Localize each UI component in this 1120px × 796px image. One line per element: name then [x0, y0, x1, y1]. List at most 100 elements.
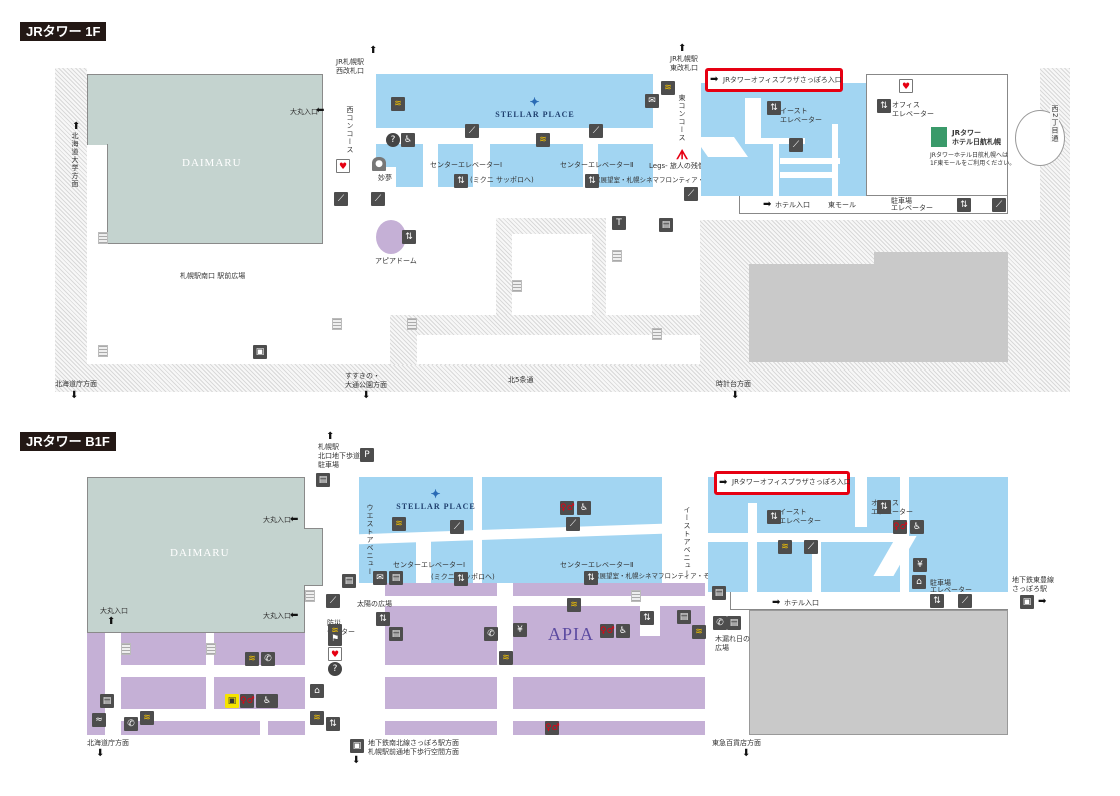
- restroom-icon: ♀♂: [545, 721, 560, 735]
- escalator-icon: ⟋: [958, 594, 972, 608]
- wifi-icon: ≋: [536, 133, 550, 147]
- escalator-icon: ⟋: [566, 517, 580, 531]
- hotel-entrance-label: ホテル入口: [784, 599, 819, 607]
- coin-locker-icon: ▤: [100, 694, 114, 708]
- aed-icon: ♥: [899, 79, 913, 93]
- restroom-icon: ♿: [401, 133, 415, 147]
- east-avenue-label: イーストアベニュー: [683, 506, 691, 578]
- floor-title-1f: JRタワー 1F: [20, 22, 107, 41]
- center-elevator-1-label: センターエレベーターⅠ: [430, 161, 503, 169]
- daimaru-entrance-label: 大丸入口: [263, 516, 291, 524]
- stairs-icon: [612, 250, 622, 262]
- stairs-icon: [206, 643, 216, 655]
- stairs-icon: [98, 345, 108, 357]
- accessible-toilet-icon: ♿: [577, 501, 591, 515]
- elevator-icon: ⇅: [376, 612, 390, 626]
- office-plaza-entrance-link[interactable]: JRタワーオフィスプラザさっぽろ入口: [732, 478, 851, 486]
- information-icon[interactable]: ?: [328, 662, 342, 676]
- walkway-west: [55, 68, 87, 392]
- restroom-icon: ♀♂: [893, 520, 908, 534]
- elevator-icon: ⇅: [585, 174, 599, 188]
- stellar-place-logo: ✦STELLAR PLACE: [396, 487, 476, 511]
- smoking-area-icon: ⌂: [310, 684, 324, 698]
- doucho-label: 北海道庁方面: [87, 739, 129, 747]
- coin-locker-icon: ▤: [316, 473, 330, 487]
- information-icon[interactable]: ?: [386, 133, 400, 147]
- hotel-note: JRタワーホテル日航札幌へは 1F東モールをご利用ください。: [930, 152, 1016, 167]
- wifi-icon: ≋: [692, 625, 706, 639]
- escalator-icon: ⟋: [789, 138, 803, 152]
- aed-icon: ♥: [336, 159, 350, 173]
- accessible-toilet-icon: ♿: [256, 694, 278, 708]
- center-elevator-2-label: センターエレベーターⅡ: [560, 561, 634, 569]
- doucho-label: 北海道庁方面: [55, 380, 97, 388]
- elevator-icon: ⇅: [877, 99, 891, 113]
- clocktower-label: 時計台方面: [716, 380, 751, 388]
- stairs-icon: [512, 280, 522, 292]
- wifi-icon: ≋: [392, 517, 406, 531]
- parking-icon: P: [360, 448, 374, 462]
- coin-locker-icon: ▤: [659, 218, 673, 232]
- wifi-icon: ≋: [310, 711, 324, 725]
- elevator-icon: ⇅: [767, 101, 781, 115]
- arrow-up-icon: ⬆: [72, 121, 81, 132]
- atm-icon: ¥: [513, 623, 527, 637]
- center-elevator-2-note: (展望室・札幌シネマフロンティア・そらのひろば ステラ9へ): [598, 176, 778, 184]
- south-plaza-label: 札幌駅南口 駅前広場: [180, 272, 246, 280]
- coin-locker-icon: ▤: [389, 571, 403, 585]
- stairs-icon: [305, 590, 315, 602]
- nanboku-label: 地下鉄南北線さっぽろ駅方面 札幌駅前通地下歩行空間方面: [368, 739, 459, 756]
- escalator-icon: ⟋: [804, 540, 818, 554]
- wifi-icon: ≋: [661, 81, 675, 95]
- taiyo-plaza-label: 太陽の広場: [357, 600, 392, 608]
- wifi-icon: ≋: [140, 711, 154, 725]
- nishi2-label: 西2丁目通: [1050, 105, 1059, 143]
- stellar-place-logo: ✦STELLAR PLACE: [495, 95, 575, 119]
- center-elevator-2-label: センターエレベーターⅡ: [560, 161, 634, 169]
- elevator-icon: ⇅: [454, 572, 468, 586]
- office-plaza-entrance-highlight[interactable]: [705, 68, 843, 92]
- accessible-toilet-icon: ♿: [910, 520, 924, 534]
- office-plaza-entrance-link[interactable]: JRタワーオフィスプラザさっぽろ入口: [723, 76, 842, 84]
- aed-icon: ♥: [328, 647, 342, 661]
- elevator-icon: ⇅: [877, 500, 891, 514]
- north-exit-label: 札幌駅 北口地下歩道 駐車場: [318, 443, 360, 469]
- restroom-icon: ♀♂: [240, 694, 255, 708]
- office-plaza-entrance-highlight[interactable]: [714, 471, 850, 495]
- stairs-icon: [121, 643, 131, 655]
- apia-dome[interactable]: [376, 220, 406, 254]
- coin-locker-icon: ▤: [342, 574, 356, 588]
- smoking-area-icon: ⌂: [912, 575, 926, 589]
- escalator-icon: ⟋: [334, 192, 348, 206]
- legs-art-icon: ᗑ: [676, 148, 689, 163]
- smoking-icon: ≈: [92, 713, 106, 727]
- elevator-icon: ⇅: [402, 230, 416, 244]
- baggage-icon: ▣: [253, 345, 267, 359]
- ticket-machine-icon: ▣: [225, 694, 239, 708]
- stairs-icon: [98, 232, 108, 244]
- elevator-icon: ⇅: [767, 510, 781, 524]
- jr-east-gate-label: JR札幌駅 東改札口: [670, 55, 698, 72]
- apia-dome-label: アピアドーム: [375, 257, 417, 265]
- escalator-icon: ⟋: [684, 187, 698, 201]
- arrow-up-icon: ⬆: [369, 45, 378, 56]
- elevator-icon: ⇅: [640, 611, 654, 625]
- building-block: [749, 264, 1008, 362]
- escalator-icon: ⟋: [465, 124, 479, 138]
- daimaru-store-1f[interactable]: [87, 74, 323, 145]
- apia-logo: APIA: [548, 624, 595, 644]
- parking-elevator-label: 駐車場 エレベーター: [891, 197, 933, 212]
- escalator-icon: ⟋: [326, 594, 340, 608]
- phone-icon: ✆: [124, 717, 138, 731]
- stellar-place-1f[interactable]: [376, 74, 653, 128]
- myomu-statue-icon: ●: [372, 157, 386, 171]
- hotel-name: JRタワー ホテル日航札幌: [952, 129, 1001, 146]
- komorebi-plaza-label: 木漏れ日の 広場: [715, 635, 750, 652]
- stairs-icon: [631, 590, 641, 602]
- elevator-icon: ⇅: [584, 571, 598, 585]
- hotel-logo-icon: [931, 127, 947, 147]
- parking-elevator-label: 駐車場 エレベーター: [930, 579, 972, 594]
- restroom-icon: ♀♂: [560, 501, 575, 515]
- east-mall[interactable]: [739, 196, 1008, 214]
- toho-line-label: 地下鉄東豊線 さっぽろ駅: [1012, 576, 1054, 593]
